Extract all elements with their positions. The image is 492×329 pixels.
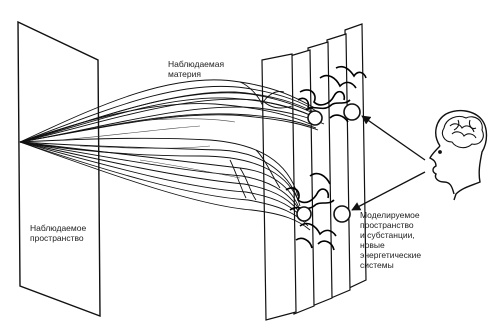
arrow-upper xyxy=(362,116,425,160)
observed-space-label: Наблюдаемое пространство xyxy=(30,223,86,243)
modeled-space-label: Моделируемое пространство и субстанции, … xyxy=(360,210,421,270)
lower-node-right xyxy=(334,206,350,222)
upper-node-left xyxy=(308,111,322,125)
upper-node-right xyxy=(344,104,360,120)
lower-node-left xyxy=(297,207,311,221)
observed-matter-label: Наблюдаемая материя xyxy=(168,59,224,79)
observed-space-plane xyxy=(18,22,100,316)
modeled-planes-stack xyxy=(262,24,366,320)
